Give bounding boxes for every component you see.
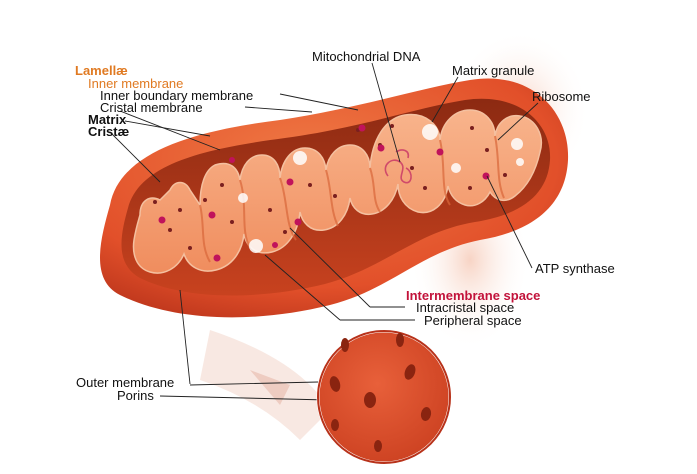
label-outer-membrane: Outer membrane (76, 375, 175, 390)
label-peripheral-space: Peripheral space (424, 313, 522, 328)
label-porins: Porins (117, 388, 154, 403)
mitochondrial-dna-strand (384, 149, 412, 184)
label-cristal-membrane: Cristal membrane (100, 100, 203, 115)
label-matrix-granule: Matrix granule (452, 63, 535, 78)
label-intracristal-space: Intracristal space (416, 300, 515, 315)
label-cristae: Cristæ (88, 124, 130, 139)
label-intermembrane-space: Intermembrane space (406, 288, 541, 303)
label-atp-synthase: ATP synthase (535, 261, 615, 276)
label-inner-boundary-membrane: Inner boundary membrane (100, 88, 254, 103)
label-inner-membrane: Inner membrane (88, 76, 184, 91)
label-mitochondrial-dna: Mitochondrial DNA (312, 49, 421, 64)
label-lamellae: Lamellæ (75, 63, 128, 78)
porins-magnifier (316, 329, 452, 465)
label-matrix: Matrix (88, 112, 127, 127)
matrix-granules (238, 124, 524, 253)
label-ribosome: Ribosome (532, 89, 591, 104)
cristae-ridges (199, 135, 505, 263)
